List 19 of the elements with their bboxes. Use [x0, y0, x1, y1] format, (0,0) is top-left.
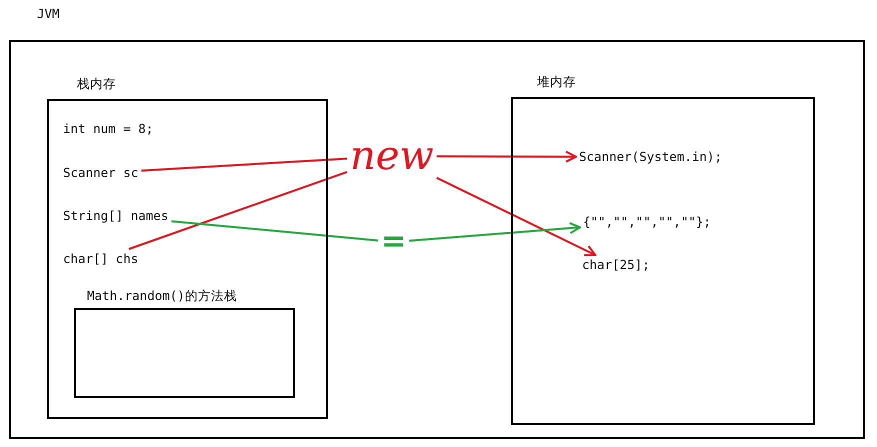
handwritten-label: new: [350, 136, 434, 176]
arrow: [409, 222, 581, 242]
region-heading: 堆内存: [537, 74, 576, 91]
handwritten-label: =: [381, 226, 406, 258]
code-text: String[] names: [63, 208, 168, 224]
arrow: [436, 176, 596, 256]
connector-line: [141, 158, 348, 172]
region-heading: JVM: [37, 6, 60, 21]
code-text: Scanner sc: [63, 165, 138, 181]
region-heading: Math.random()的方法栈: [87, 288, 237, 305]
code-text: Scanner(System.in);: [579, 149, 722, 165]
code-text: {"","","","",""};: [583, 214, 711, 230]
code-text: char[] chs: [63, 251, 138, 267]
region-heading: 栈内存: [77, 76, 116, 93]
code-text: char[25];: [582, 257, 650, 273]
connector-line: [128, 170, 348, 250]
code-text: int num = 8;: [63, 121, 154, 137]
connector-line: [171, 220, 378, 242]
arrow: [436, 150, 577, 163]
